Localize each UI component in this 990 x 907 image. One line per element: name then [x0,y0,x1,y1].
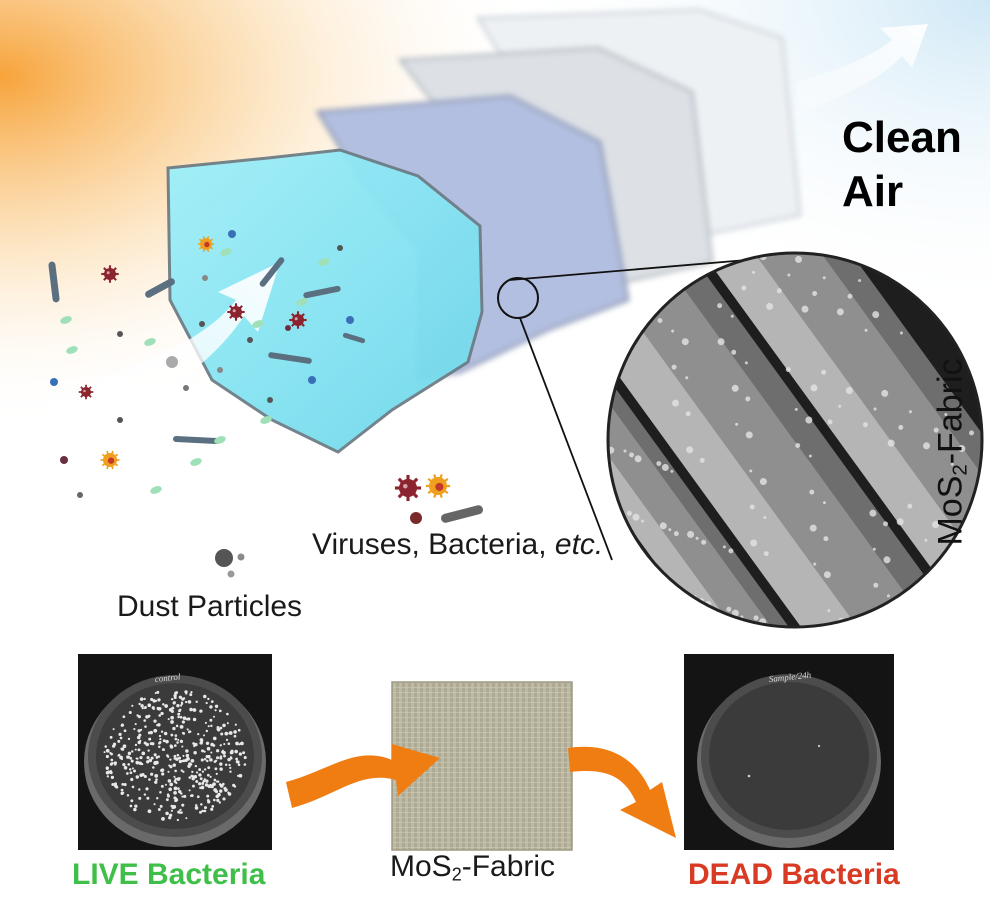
dust-dot [346,316,354,324]
pollen-particle [150,486,162,494]
fabric-swatch [392,682,572,850]
pollen-particle [60,316,72,324]
dust-icon [215,549,245,578]
dust-rod [259,257,285,287]
dust-dot [166,356,178,368]
zoom-origin-circle [497,277,539,319]
particle-legend-dot [410,512,422,524]
clean-air-label-line2: Air [842,167,904,216]
pollen-particle [214,436,226,444]
dust-dot [77,492,83,498]
dust-rod [48,261,60,303]
dust-dot [183,385,189,391]
pollen-particle [260,416,272,424]
pollen-particle [220,248,232,256]
dust-dot [337,245,343,251]
dust-dot [117,331,123,337]
dish-handwriting: control [154,671,181,684]
dish-handwriting: Sample/24h [768,670,812,684]
pollen-particle [144,338,156,346]
orange-arrow-left [286,744,440,808]
dust-dot [199,321,205,327]
orange-arrow-right [568,746,676,838]
sem-fiber [608,253,969,627]
petri-dish-live: control [78,654,272,850]
airflow-arrow-out [796,24,928,112]
pollen-particle [190,458,202,466]
pollen-particle [66,346,78,354]
sem-image [606,251,984,629]
virus-icon [289,311,307,329]
airflow-arrow-in [44,262,280,432]
dust-dot [267,397,273,403]
mos2-fabric-label: MoS2-Fabric [390,850,556,885]
dust-dot [117,417,123,423]
rod-legend-icon [441,505,483,523]
dust-rod [342,332,366,344]
dust-dot [50,378,58,386]
dust-dot [228,230,236,238]
bacterium-icon [197,236,215,252]
dust-rod [268,352,312,364]
mask-layer-1 [166,148,484,454]
particle-field [48,230,366,498]
petri-dish-dead: Sample/24h [684,654,894,850]
dust-rod [145,278,175,298]
live-bacteria-label: LIVE Bacteria [72,858,266,891]
pollen-particle [296,298,308,306]
viruses-bacteria-label: Viruses, Bacteria, etc. [312,528,604,561]
dust-dot [217,367,223,373]
pollen-particle [252,320,264,328]
virus-icon [101,265,119,283]
virus-legend-icon [394,474,422,502]
dust-rod [303,285,341,299]
dust-dot [247,337,253,343]
legend-icons [394,474,483,524]
dust-dot [308,376,316,384]
dust-dot [202,275,208,281]
bacterium-icon [100,450,120,470]
dust-dot [285,325,291,331]
virus-icon [227,303,245,321]
dust-particles-label: Dust Particles [117,590,303,623]
dust-dot [60,456,68,464]
bacteria-legend-icon [425,474,451,498]
pollen-particle [318,258,330,266]
dish-agar [709,682,869,830]
clean-air-label-line1: Clean [842,113,962,162]
dust-rod [173,436,219,444]
virus-icon [78,384,94,400]
dead-bacteria-label: DEAD Bacteria [688,858,900,891]
mos2-fabric-vertical-label: MoS2-Fabric [931,358,972,546]
